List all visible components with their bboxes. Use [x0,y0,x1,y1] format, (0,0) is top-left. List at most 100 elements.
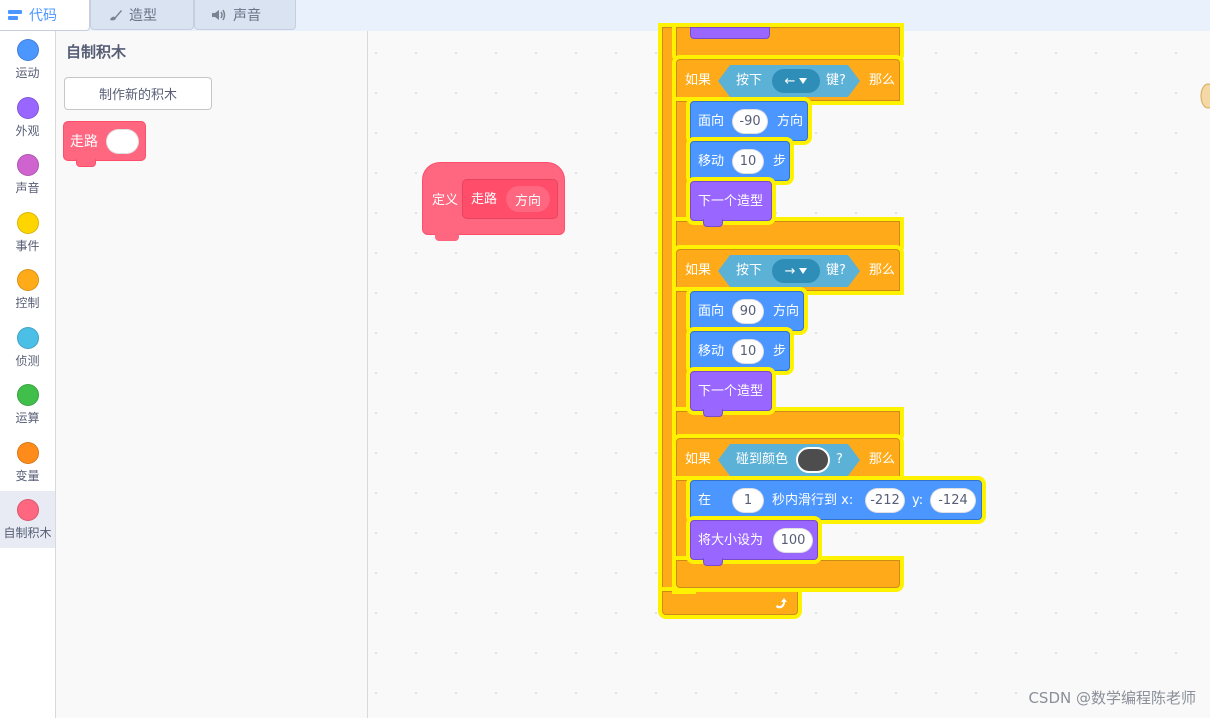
set-size-block[interactable]: 将大小设为 100 [690,520,818,566]
key-pressed-prefix: 按下 [736,73,763,88]
next-costume-label: 下一个造型 [698,384,764,399]
key-dropdown-left[interactable]: ← [772,69,820,93]
category-events-dot [16,212,39,234]
category-sensing[interactable]: 侦测 [0,319,55,376]
category-label: 事件 [15,239,40,253]
point-suffix: 方向 [773,304,800,319]
touching-color-swatch[interactable] [796,447,830,473]
key-dropdown-value: → [784,263,796,279]
category-control[interactable]: 控制 [0,261,55,318]
category-motion-dot [16,39,39,61]
watermark: CSDN @数学编程陈老师 [1028,689,1196,707]
category-operators[interactable]: 运算 [0,376,55,433]
block-palette: 自制积木 制作新的积木 走路 [56,31,368,718]
next-costume-block[interactable]: 下一个造型 [690,181,772,227]
script-workspace[interactable]: 定义 走路 方向 如果 按下 ← 键? 那么 面向 -90 方向 [368,27,1210,718]
define-block-tab [435,234,459,241]
move-steps-block[interactable]: 移动 10 步 [690,141,790,181]
previous-block-tail[interactable] [690,27,770,39]
walk-block-label: 走路 [70,134,98,150]
move-steps-input[interactable]: 10 [732,149,764,174]
set-size-label: 将大小设为 [698,533,764,548]
glide-seconds-input[interactable]: 1 [732,488,764,513]
define-walk-hat-block[interactable]: 定义 走路 方向 [422,162,565,241]
chevron-down-icon [799,78,807,84]
category-label: 运动 [15,66,40,80]
move-steps-input[interactable]: 10 [732,339,764,364]
next-costume-block[interactable]: 下一个造型 [690,371,772,417]
point-in-direction-block[interactable]: 面向 90 方向 [690,291,804,331]
key-pressed-prefix: 按下 [736,263,763,278]
category-my-blocks-dot [16,499,39,521]
category-menu: 运动 外观 声音 事件 控制 侦测 运算 变量 自制积木 [0,31,56,718]
glide-y-input[interactable]: -124 [930,488,976,513]
if1-if-label: 如果 [685,73,712,88]
category-events[interactable]: 事件 [0,204,55,261]
key-pressed-right-condition[interactable]: 按下 → 键? [718,255,860,287]
key-pressed-left-condition[interactable]: 按下 ← 键? [718,65,860,97]
category-motion[interactable]: 运动 [0,31,55,88]
if1-then-label: 那么 [869,73,896,88]
category-label: 声音 [15,181,40,195]
point-in-direction-block[interactable]: 面向 -90 方向 [690,101,808,141]
category-control-dot [16,269,39,291]
tab-code-label: 代码 [29,8,57,24]
if-left-key-block[interactable]: 如果 按下 ← 键? 那么 [676,59,900,101]
key-dropdown-value: ← [784,73,796,89]
key-pressed-suffix: 键? [826,73,846,88]
category-label: 自制积木 [3,526,52,540]
glide-to-xy-block[interactable]: 在 1 秒内滑行到 x: -212 y: -124 [690,480,982,520]
touching-color-condition[interactable]: 碰到颜色 ? [718,444,860,476]
palette-walk-block[interactable]: 走路 [63,121,146,167]
tab-code[interactable]: 代码 [0,0,90,31]
point-label: 面向 [698,304,725,319]
category-operators-dot [16,384,39,406]
next-costume-label: 下一个造型 [698,194,764,209]
point-suffix: 方向 [777,114,804,129]
if-right-key-block[interactable]: 如果 按下 → 键? 那么 [676,249,900,291]
point-label: 面向 [698,114,725,129]
touching-color-label: 碰到颜色 [736,452,789,467]
palette-section-title: 自制积木 [66,43,127,61]
define-label: 定义 [432,193,459,208]
key-dropdown-right[interactable]: → [772,259,820,283]
move-suffix: 步 [773,154,787,169]
move-suffix: 步 [773,344,787,359]
forever-loop-bottom[interactable] [662,591,798,615]
if-touching-color-block[interactable]: 如果 碰到颜色 ? 那么 [676,438,900,480]
move-steps-block[interactable]: 移动 10 步 [690,331,790,371]
define-param-direction[interactable]: 方向 [505,185,551,213]
glide-mid-label: 秒内滑行到 x: [772,493,854,508]
category-label: 运算 [15,411,40,425]
editor-tab-bar: 代码 造型 声音 [0,0,1210,32]
glide-x-input[interactable]: -212 [865,488,905,513]
make-a-block-button[interactable]: 制作新的积木 [64,77,212,110]
sprite-edge-icon [1200,83,1210,109]
category-sound[interactable]: 声音 [0,146,55,203]
define-name-label: 走路 [471,192,498,207]
category-looks-dot [16,97,39,119]
category-label: 控制 [15,296,40,310]
category-my-blocks[interactable]: 自制积木 [0,491,55,548]
speaker-icon [212,9,226,20]
tab-sounds[interactable]: 声音 [194,0,296,30]
category-looks[interactable]: 外观 [0,89,55,146]
category-sensing-dot [16,327,39,349]
tab-costumes[interactable]: 造型 [90,0,194,30]
point-direction-input[interactable]: 90 [732,299,764,324]
category-label: 侦测 [15,354,40,368]
define-prototype: 走路 方向 [462,179,558,219]
chevron-down-icon [799,268,807,274]
if3-then-label: 那么 [869,452,896,467]
move-label: 移动 [698,154,725,169]
tab-sounds-label: 声音 [233,7,261,24]
touching-color-suffix: ? [836,452,843,467]
category-variables[interactable]: 变量 [0,434,55,491]
glide-y-label: y: [912,493,924,508]
if3-if-label: 如果 [685,452,712,467]
point-direction-input[interactable]: -90 [732,109,768,134]
category-variables-dot [16,442,39,464]
move-label: 移动 [698,344,725,359]
set-size-input[interactable]: 100 [773,528,813,553]
walk-block-input[interactable] [106,129,139,154]
